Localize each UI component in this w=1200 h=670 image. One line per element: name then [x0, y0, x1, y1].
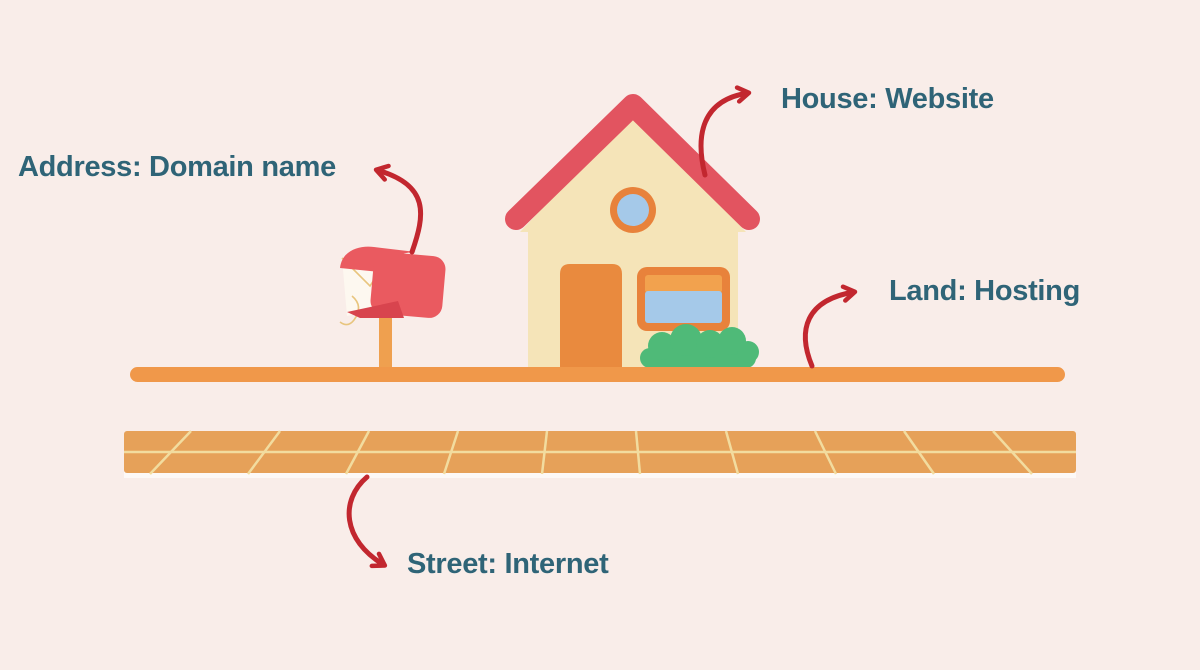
land-hosting-label: Land: Hosting: [889, 275, 1081, 307]
street-tile-lines: [124, 430, 1076, 475]
door: [560, 264, 622, 368]
round-window-glass: [617, 194, 649, 226]
arrow-to-house-label: [698, 85, 752, 178]
annotation-arrows: [346, 85, 858, 569]
arrow-to-street-label: [346, 474, 388, 569]
mailbox-body: [370, 252, 446, 318]
street-bar: [124, 430, 1076, 478]
house-gable: [520, 112, 746, 232]
mailbox-shadow: [347, 301, 404, 318]
house-website-label: House: Website: [781, 83, 994, 115]
arrow-to-land-label: [802, 284, 858, 369]
house-icon: [505, 94, 760, 368]
arrow-to-address-label: [373, 163, 423, 255]
address-domain-label: Address: Domain name: [18, 151, 336, 183]
window: [637, 267, 730, 331]
land-bar: [130, 367, 1065, 382]
mailbox-icon: [339, 246, 446, 373]
bush-icon: [640, 324, 759, 368]
street-internet-label: Street: Internet: [407, 548, 609, 580]
street-under-shadow: [124, 472, 1076, 478]
house-roof: [505, 94, 760, 230]
